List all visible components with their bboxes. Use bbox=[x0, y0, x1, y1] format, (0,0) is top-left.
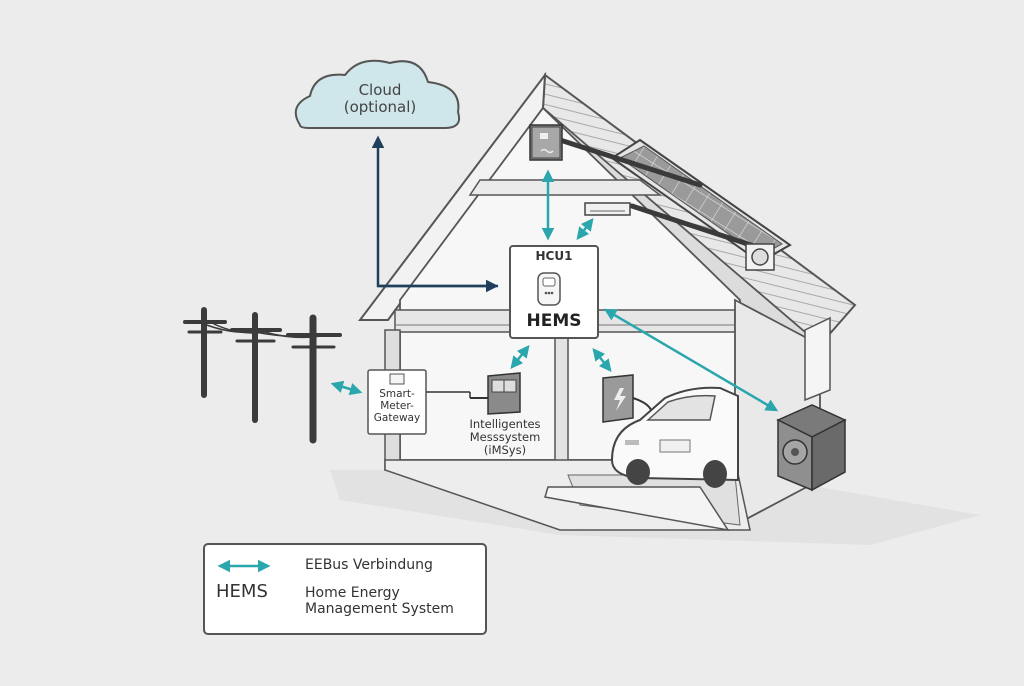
legend-eebus-label: EEBus Verbindung bbox=[305, 557, 433, 573]
cloud-title: Cloud bbox=[358, 81, 402, 99]
gateway-line-1: Smart- bbox=[379, 388, 415, 400]
hems-unit-model: HCU1 bbox=[535, 249, 573, 263]
roof-outdoor-unit bbox=[745, 243, 775, 271]
gateway-line-2: Meter- bbox=[380, 400, 414, 413]
imsys-line-1: Intelligentes bbox=[469, 417, 541, 431]
house-walls bbox=[384, 106, 831, 532]
hems-box bbox=[509, 245, 599, 339]
legend-hems-symbol: HEMS bbox=[216, 581, 268, 602]
inverter bbox=[529, 124, 563, 161]
smart-meter bbox=[425, 372, 521, 415]
ac-indoor-unit bbox=[584, 202, 631, 216]
legend-hems-line-2: Management System bbox=[305, 601, 454, 618]
legend-hems-description: Home Energy Management System bbox=[305, 585, 454, 617]
gateway-box bbox=[367, 369, 427, 435]
legend-box bbox=[203, 543, 487, 635]
imsys-line-2: Messsystem bbox=[469, 430, 541, 445]
roof-cables bbox=[557, 137, 763, 251]
imsys-line-3: (iMSys) bbox=[483, 443, 527, 458]
heat-pump bbox=[776, 404, 847, 492]
cloud-subtitle: (optional) bbox=[343, 98, 417, 117]
gateway-label: Smart- Meter- Gateway bbox=[368, 388, 426, 424]
legend-hems-line-1: Home Energy bbox=[305, 585, 400, 601]
gateway-line-3: Gateway bbox=[373, 412, 421, 425]
hems-unit-name: HEMS bbox=[526, 311, 582, 331]
cloud-connection bbox=[371, 135, 499, 293]
eebus-connections bbox=[330, 169, 779, 412]
imsys-label: Intelligentes Messsystem (iMSys) bbox=[450, 417, 560, 458]
cloud-label: Cloud (optional) bbox=[320, 81, 440, 117]
cloud-shape bbox=[294, 59, 461, 129]
power-poles bbox=[183, 307, 342, 444]
